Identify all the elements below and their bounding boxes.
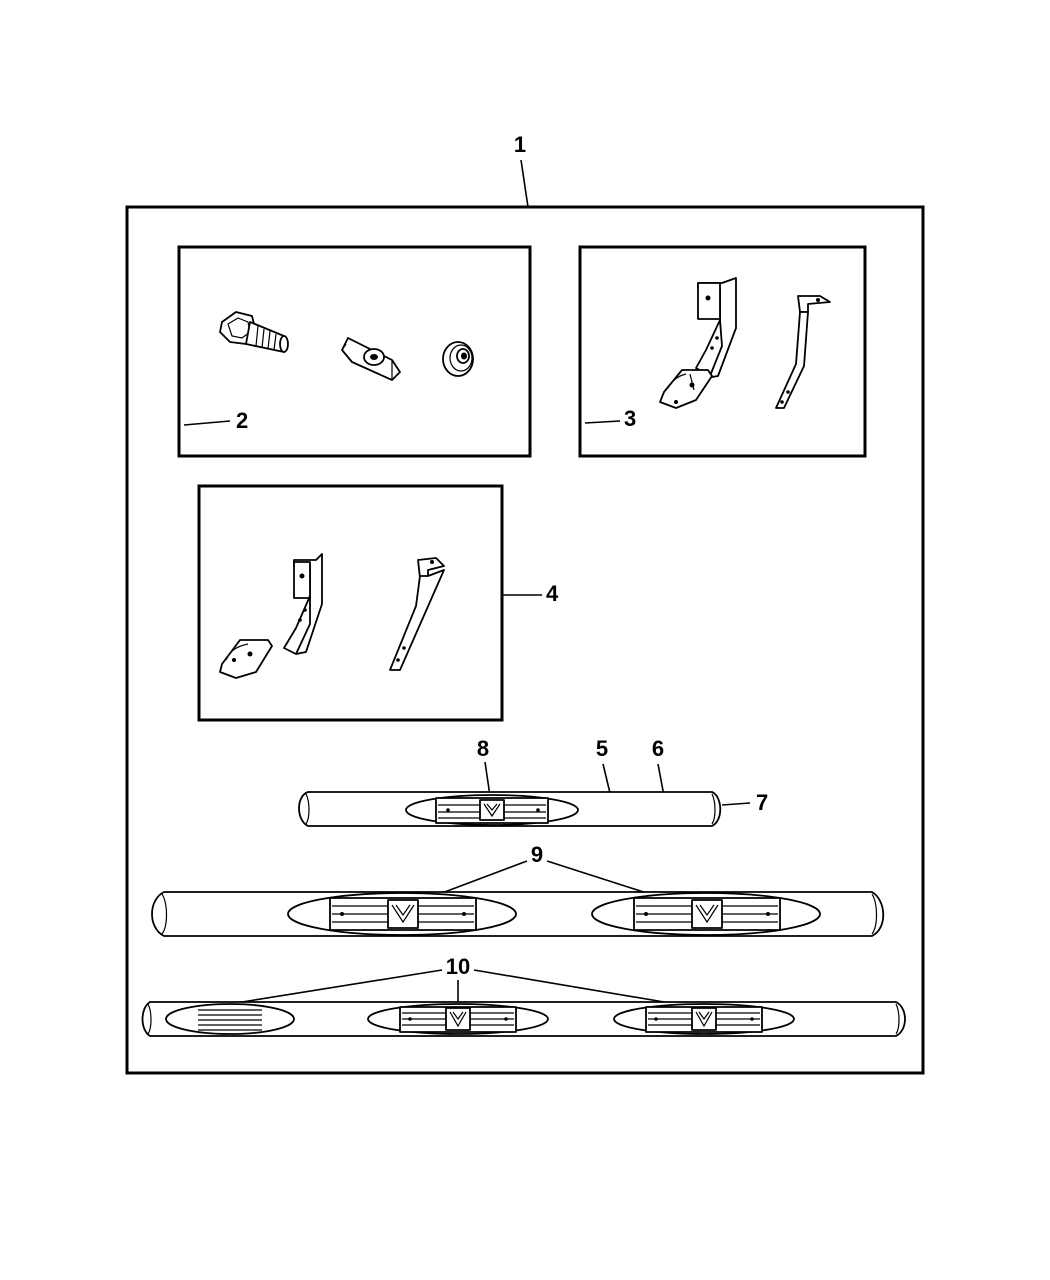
leader-6 <box>657 763 665 797</box>
leader-1 <box>520 159 529 208</box>
kit-outer-frame <box>125 205 925 1075</box>
leader-10c <box>473 969 671 1004</box>
leader-3 <box>584 420 621 424</box>
callout-10: 10 <box>446 954 470 979</box>
callout-2: 2 <box>236 408 248 433</box>
short-step-bar <box>298 791 722 827</box>
callout-9: 9 <box>531 842 543 867</box>
bolt-icon <box>219 311 289 353</box>
long-step-bar <box>141 1001 906 1037</box>
leader-10a <box>235 969 443 1004</box>
rear-bracket-icon <box>775 295 831 409</box>
callout-8: 8 <box>477 736 489 761</box>
callout-6: 6 <box>652 736 664 761</box>
leader-9b <box>546 860 657 897</box>
leader-9a <box>433 860 528 897</box>
callout-4: 4 <box>546 581 559 606</box>
bracket-set-4-box <box>197 484 504 722</box>
callout-1: 1 <box>514 132 526 157</box>
callout-5: 5 <box>596 736 608 761</box>
plate-nut-icon <box>341 337 401 381</box>
leader-2 <box>183 420 231 426</box>
rear-bracket-icon <box>389 557 445 671</box>
flange-nut-icon <box>442 341 474 377</box>
callout-3: 3 <box>624 406 636 431</box>
medium-step-bar <box>151 891 885 937</box>
front-bracket-icon <box>219 553 323 679</box>
front-bracket-icon <box>659 277 737 409</box>
leader-7 <box>721 802 751 806</box>
callout-7: 7 <box>756 790 768 815</box>
leader-5 <box>602 763 611 794</box>
leader-8 <box>484 761 491 797</box>
bracket-set-3-box <box>578 245 867 458</box>
hardware-box <box>177 245 532 458</box>
